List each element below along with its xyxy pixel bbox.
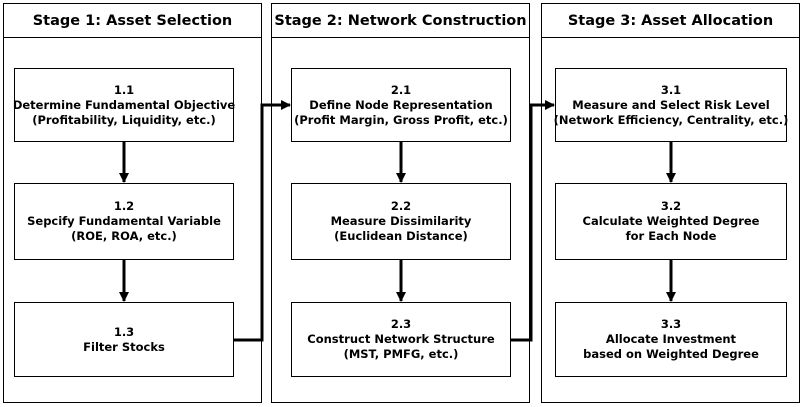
step-3-1-line-1: Measure and Select Risk Level <box>572 97 770 112</box>
step-2-1-line-2: (Profit Margin, Gross Profit, etc.) <box>294 112 508 127</box>
step-2-1-id: 2.1 <box>390 82 412 97</box>
step-3-2-box: 3.2 Calculate Weighted Degree for Each N… <box>555 183 787 260</box>
step-2-1-box: 2.1 Define Node Representation (Profit M… <box>291 68 511 142</box>
step-3-3-id: 3.3 <box>660 317 682 331</box>
step-3-1-line-2: (Network Efficiency, Centrality, etc.) <box>553 112 789 127</box>
step-2-3-id: 2.3 <box>390 317 412 331</box>
stage-3-title: Stage 3: Asset Allocation <box>542 4 799 38</box>
stage-3-panel: Stage 3: Asset Allocation <box>541 3 800 403</box>
step-3-2-line-1: Calculate Weighted Degree <box>582 214 760 228</box>
step-1-1-id: 1.1 <box>113 82 135 97</box>
step-1-3-id: 1.3 <box>113 324 135 339</box>
stage-1-title: Stage 1: Asset Selection <box>4 4 261 38</box>
step-1-3-line-1: Filter Stocks <box>83 339 165 354</box>
step-1-1-box: 1.1 Determine Fundamental Objective (Pro… <box>12 68 236 142</box>
step-2-3-line-2: (MST, PMFG, etc.) <box>343 347 459 361</box>
step-2-3-box: 2.3 Construct Network Structure (MST, PM… <box>291 302 511 377</box>
step-3-3-line-1: Allocate Investment <box>605 332 737 346</box>
step-2-2-box: 2.2 Measure Dissimilarity (Euclidean Dis… <box>291 183 511 260</box>
step-1-1-line-1: Determine Fundamental Objective <box>12 97 236 112</box>
step-2-1-line-1: Define Node Representation <box>309 97 493 112</box>
step-3-1-box: 3.1 Measure and Select Risk Level (Netwo… <box>553 68 789 142</box>
step-1-2-id: 1.2 <box>113 199 135 213</box>
step-3-3-line-2: based on Weighted Degree <box>583 347 759 361</box>
step-1-2-line-1: Sepcify Fundamental Variable <box>27 214 221 228</box>
step-2-3-line-1: Construct Network Structure <box>307 332 495 346</box>
step-3-2-line-2: for Each Node <box>625 229 717 243</box>
step-2-2-line-1: Measure Dissimilarity <box>330 214 472 228</box>
step-2-2-id: 2.2 <box>390 199 412 213</box>
step-1-1-line-2: (Profitability, Liquidity, etc.) <box>32 112 216 127</box>
arrow-1-3-to-2-1 <box>234 100 291 342</box>
step-3-1-id: 3.1 <box>660 82 682 97</box>
step-3-3-box: 3.3 Allocate Investment based on Weighte… <box>555 302 787 377</box>
step-1-3-box: 1.3 Filter Stocks <box>14 302 234 377</box>
stage-2-title: Stage 2: Network Construction <box>272 4 529 38</box>
arrow-2-3-to-3-1 <box>511 100 555 342</box>
step-1-2-line-2: (ROE, ROA, etc.) <box>71 229 177 243</box>
step-3-2-id: 3.2 <box>660 199 682 213</box>
step-2-2-line-2: (Euclidean Distance) <box>334 229 468 243</box>
step-1-2-box: 1.2 Sepcify Fundamental Variable (ROE, R… <box>14 183 234 260</box>
